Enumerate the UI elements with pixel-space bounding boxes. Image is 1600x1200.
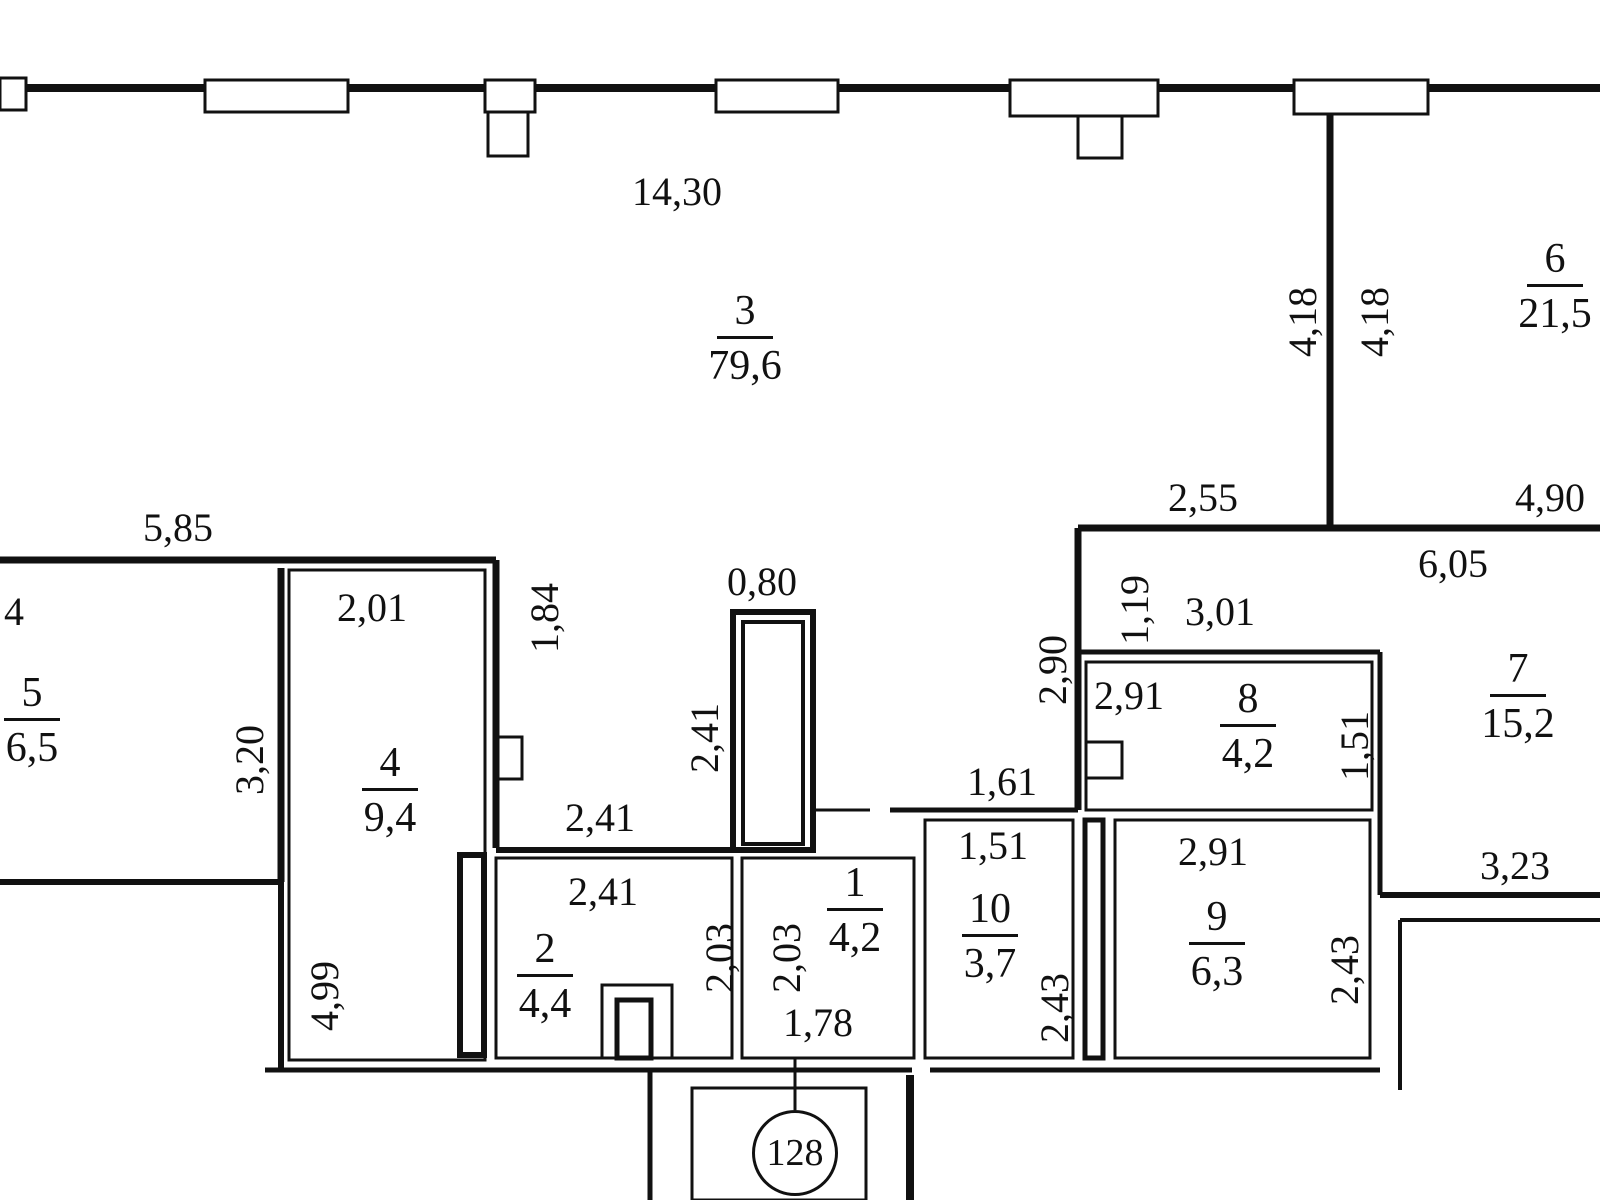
dim-0-80: 0,80 [727, 559, 797, 604]
dim-1-51-h: 1,51 [958, 823, 1028, 868]
dim-2-43-a: 2,43 [1032, 973, 1077, 1043]
dim-3-23: 3,23 [1480, 843, 1550, 888]
room-5-top-number: 4 [4, 589, 24, 634]
dim-1-61: 1,61 [967, 759, 1037, 804]
dim-2-41-h2: 2,41 [568, 869, 638, 914]
dim-2-90: 2,90 [1030, 635, 1075, 705]
dim-2-55: 2,55 [1168, 475, 1238, 520]
dim-2-03-a: 2,03 [697, 923, 742, 993]
dim-4-18-b: 4,18 [1352, 287, 1397, 357]
dim-4-90: 4,90 [1515, 475, 1585, 520]
apartment-tag: 128 [752, 1110, 838, 1196]
dim-2-91-a: 2,91 [1094, 673, 1164, 718]
dim-2-01: 2,01 [337, 585, 407, 630]
dim-5-85: 5,85 [143, 505, 213, 550]
dim-14-30: 14,30 [632, 169, 722, 214]
dim-2-43-b: 2,43 [1322, 935, 1367, 1005]
dim-2-91-b: 2,91 [1178, 829, 1248, 874]
dim-1-51-vert: 1,51 [1332, 711, 1377, 781]
dim-1-19: 1,19 [1112, 575, 1157, 645]
dim-2-41-h1: 2,41 [565, 795, 635, 840]
dim-6-05: 6,05 [1418, 541, 1488, 586]
dim-4-18-a: 4,18 [1280, 287, 1325, 357]
dim-3-20: 3,20 [227, 725, 272, 795]
dim-1-78: 1,78 [783, 1000, 853, 1045]
dim-4-99: 4,99 [302, 961, 347, 1031]
dim-2-41-vert: 2,41 [682, 703, 727, 773]
dim-3-01: 3,01 [1185, 589, 1255, 634]
dim-1-84: 1,84 [522, 583, 567, 653]
dim-2-03-b: 2,03 [764, 923, 809, 993]
